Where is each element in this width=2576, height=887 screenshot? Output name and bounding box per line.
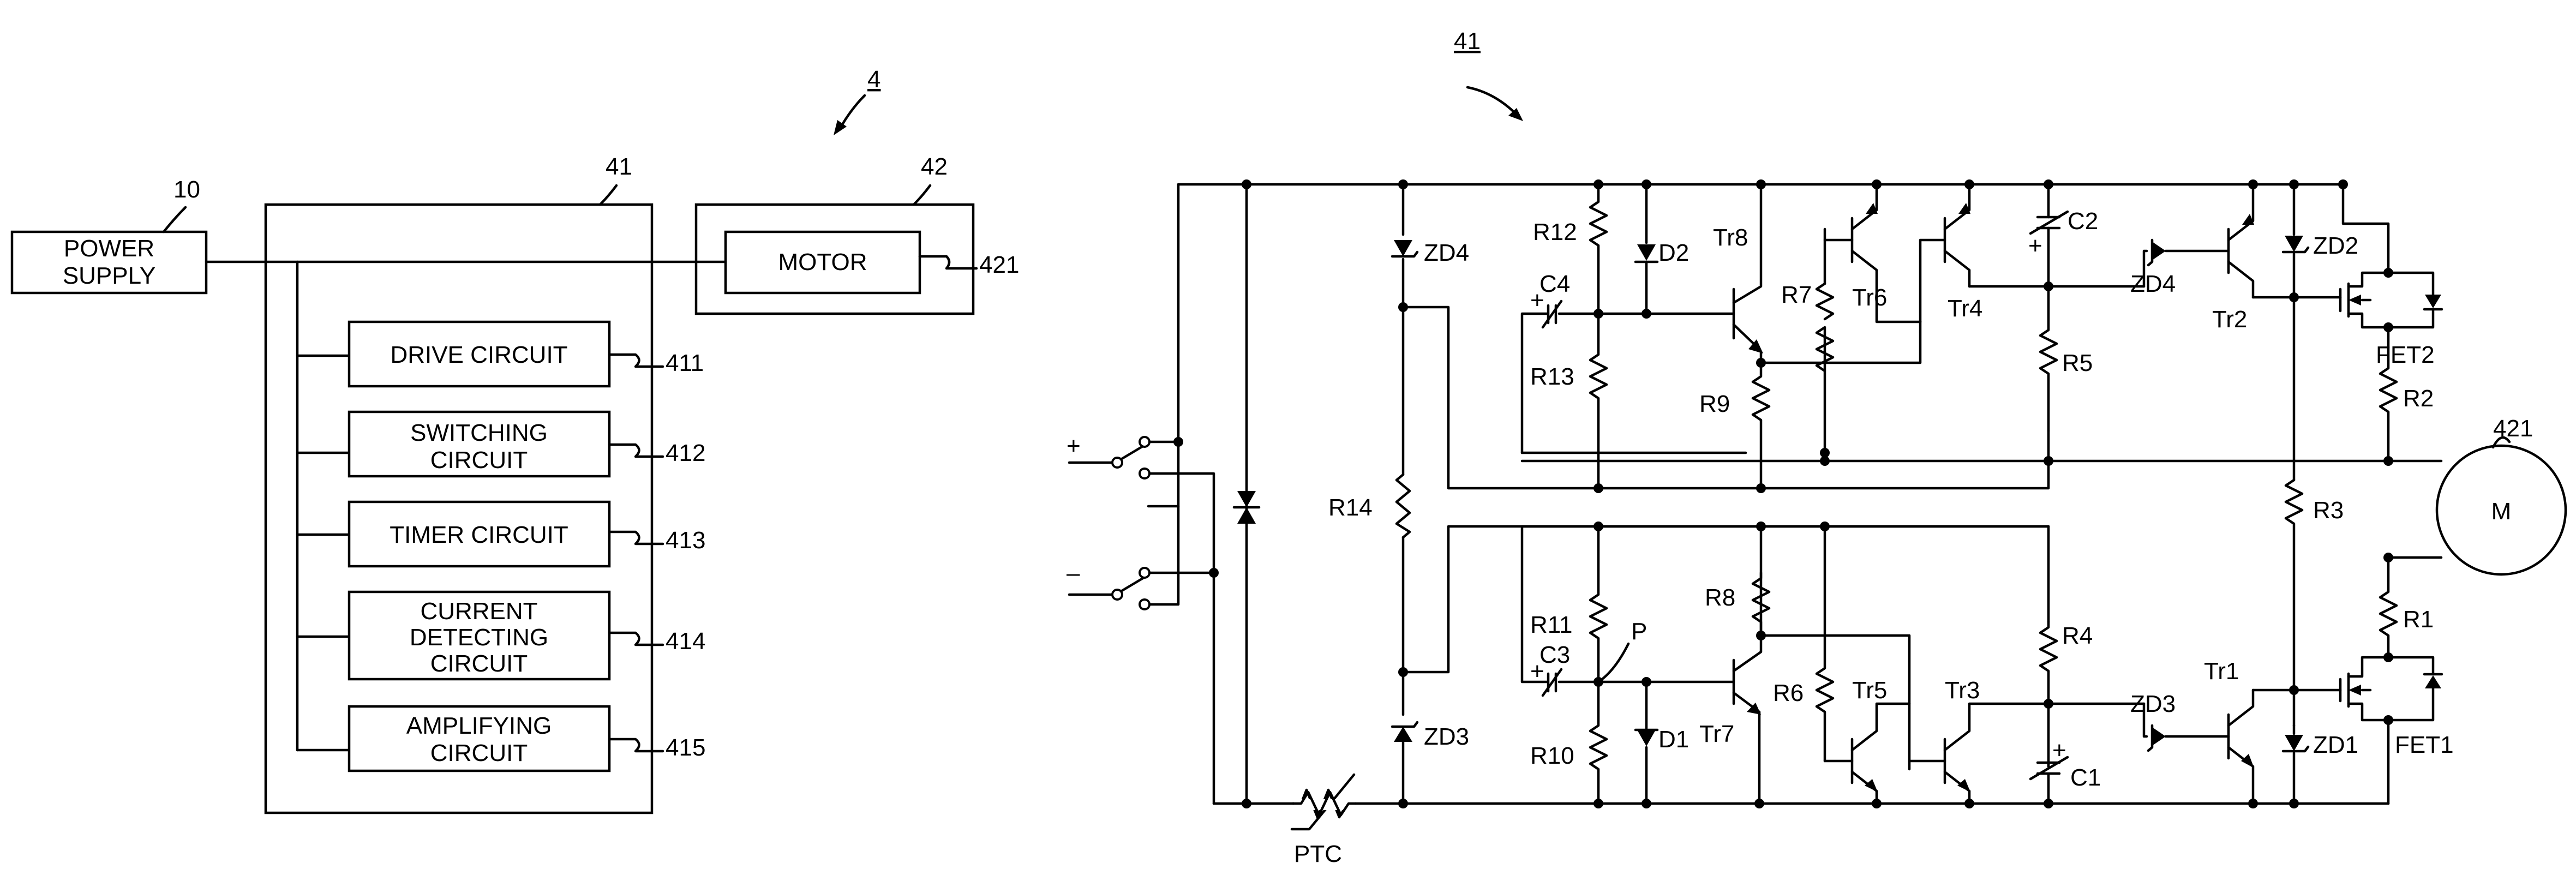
zener-column: ZD4 R14 ZD3 — [1328, 179, 1469, 808]
d1-label: D1 — [1658, 726, 1689, 753]
zd4-label-b: ZD4 — [2130, 271, 2176, 297]
zd1-label: ZD1 — [2313, 732, 2358, 758]
r8-label: R8 — [1705, 584, 1735, 611]
motor-symbol: M 421 — [2388, 415, 2566, 574]
tr4-label: Tr4 — [1948, 295, 1982, 322]
tvs-diode — [1234, 179, 1259, 808]
ptc-thermistor: PTC — [1292, 775, 1355, 867]
controller-leader — [600, 185, 616, 205]
c2-label: C2 — [2068, 208, 2098, 235]
r10-label: R10 — [1530, 742, 1574, 769]
plus-terminal-sign: + — [1067, 433, 1081, 459]
power-supply-leader — [164, 207, 185, 232]
r3-label: R3 — [2313, 497, 2344, 524]
drive-circuit-ref: 411 — [666, 350, 704, 376]
motor-unit-leader — [914, 185, 930, 205]
minus-terminal-switch: – — [1067, 506, 1219, 609]
zd2-label: ZD2 — [2313, 232, 2358, 259]
r4-label: R4 — [2062, 622, 2093, 649]
plus-terminal-switch: + — [1067, 433, 1214, 573]
c4-plus: + — [1530, 287, 1544, 314]
d2-label: D2 — [1658, 239, 1689, 266]
r1-label: R1 — [2403, 606, 2434, 633]
current-detecting-label-3: CIRCUIT — [430, 650, 528, 677]
timer-circuit-label: TIMER CIRCUIT — [390, 522, 568, 548]
r6-label: R6 — [1773, 680, 1804, 706]
tr5-label: Tr5 — [1852, 677, 1887, 704]
block-diagram: 4 POWER SUPPLY 10 41 42 MOTOR 421 DRIVE … — [12, 66, 1019, 813]
motor-unit-ref: 42 — [921, 153, 948, 180]
lower-timer-block: R11 C3 + R10 D1 P Tr7 R8 R6 — [1522, 522, 2454, 808]
controller-ref: 41 — [606, 153, 632, 180]
schematic: 41 + – — [1067, 28, 2566, 867]
p-leader — [1598, 644, 1628, 682]
c2-plus: + — [2028, 232, 2042, 259]
power-supply-label-2: SUPPLY — [63, 262, 155, 289]
amplifying-circuit-label-1: AMPLIFYING — [406, 712, 552, 739]
motor-ref: 421 — [979, 251, 1019, 278]
motor-letter: M — [2491, 498, 2512, 525]
current-detecting-label-2: DETECTING — [410, 624, 548, 651]
zd3-label-b: ZD3 — [2130, 691, 2176, 717]
fet2-label: FET2 — [2376, 341, 2435, 368]
r13-label: R13 — [1530, 363, 1574, 390]
amplifying-circuit-ref: 415 — [666, 734, 705, 761]
current-detecting-ref: 414 — [666, 628, 705, 655]
ptc-label: PTC — [1294, 841, 1342, 867]
switching-circuit-ref: 412 — [666, 440, 705, 466]
tr2-label: Tr2 — [2212, 306, 2247, 333]
r12-label: R12 — [1533, 219, 1577, 245]
c1-plus: + — [2052, 737, 2066, 764]
c3-plus: + — [1530, 658, 1544, 685]
switching-circuit-label-2: CIRCUIT — [430, 447, 528, 474]
zd3-label-a: ZD3 — [1424, 723, 1469, 750]
drive-circuit-label: DRIVE CIRCUIT — [390, 341, 567, 368]
r5-label: R5 — [2062, 350, 2093, 376]
zd4-label-a: ZD4 — [1424, 239, 1469, 266]
tr1-label: Tr1 — [2204, 658, 2239, 685]
tr7-label: Tr7 — [1699, 721, 1734, 747]
timer-circuit-ref: 413 — [666, 527, 705, 554]
p-label: P — [1631, 618, 1647, 645]
system-ref: 4 — [867, 66, 880, 93]
r9-label: R9 — [1699, 391, 1730, 417]
schematic-ref-arrow — [1467, 87, 1517, 115]
fet1-label: FET1 — [2395, 732, 2454, 758]
power-supply-label-1: POWER — [64, 235, 154, 262]
schematic-ref: 41 — [1454, 28, 1481, 55]
r14-label: R14 — [1328, 494, 1373, 521]
r2-label: R2 — [2403, 385, 2434, 412]
amplifying-circuit-label-2: CIRCUIT — [430, 740, 528, 766]
current-detecting-label-1: CURRENT — [420, 598, 537, 625]
tr6-label: Tr6 — [1852, 284, 1887, 311]
r11-label: R11 — [1530, 612, 1572, 638]
switching-circuit-label-1: SWITCHING — [410, 419, 548, 446]
r7-label: R7 — [1781, 281, 1812, 308]
c1-label: C1 — [2070, 764, 2101, 791]
motor-label: MOTOR — [778, 249, 867, 275]
tr3-label: Tr3 — [1945, 677, 1980, 704]
power-supply-ref: 10 — [173, 176, 200, 203]
system-ref-arrow — [840, 95, 865, 128]
minus-terminal-sign: – — [1067, 560, 1080, 586]
tr8-label: Tr8 — [1713, 224, 1748, 251]
upper-timer-block: R12 D2 C4 + R13 Tr8 R9 R7 — [1522, 179, 2442, 726]
